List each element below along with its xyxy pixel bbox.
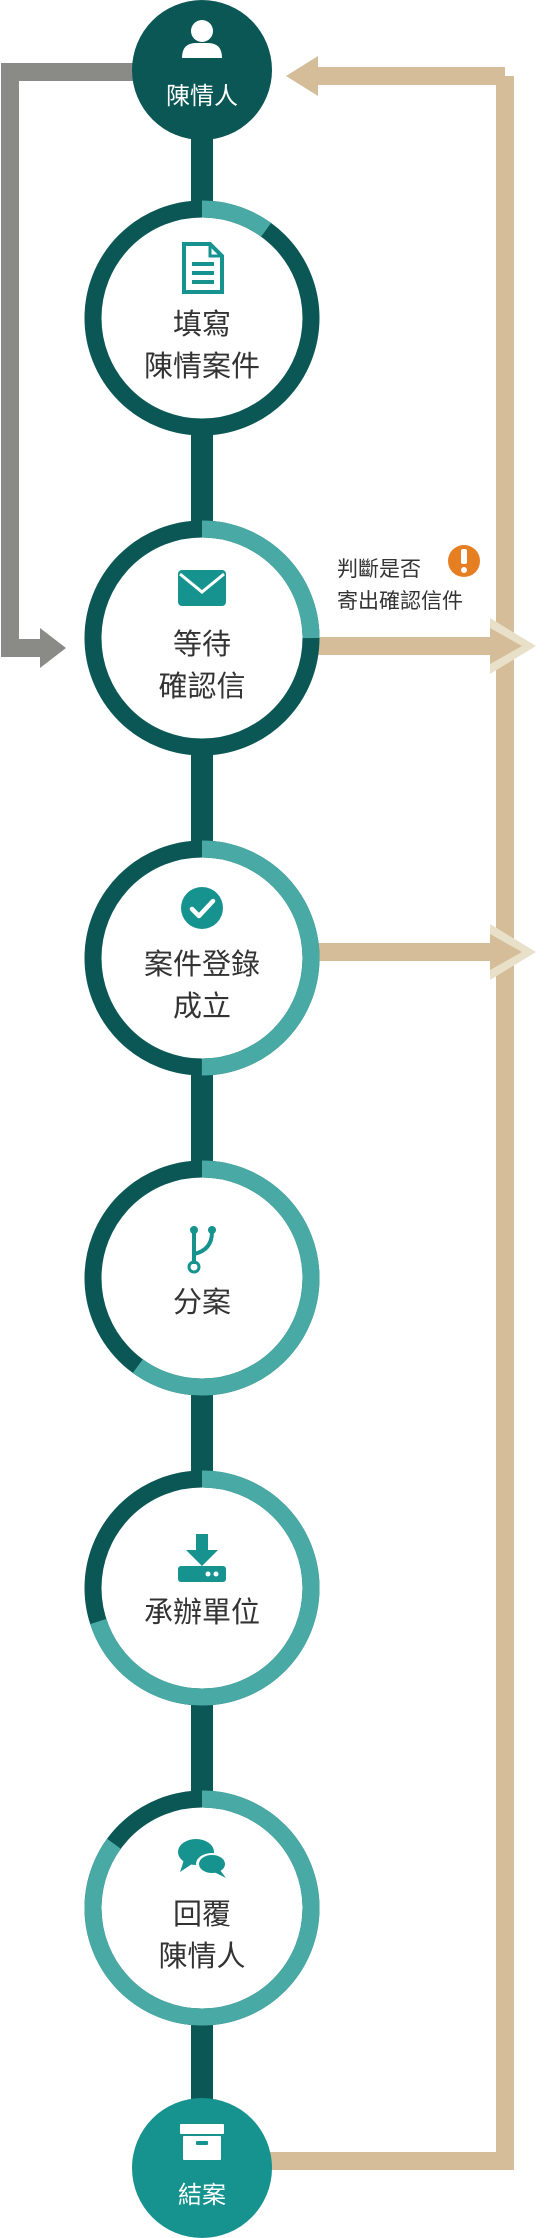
exclamation-icon (448, 545, 480, 577)
step-label-line-1: 分案 (173, 1285, 231, 1319)
note-line-2: 寄出確認信件 (337, 589, 463, 613)
step-label-line-1: 案件登錄 (144, 947, 260, 981)
step-ring (85, 841, 319, 1075)
download-icon (178, 1534, 226, 1582)
chat-icon (178, 1839, 228, 1878)
step-label-line-2: 成立 (173, 989, 231, 1023)
step-progress-arc (84, 840, 320, 1076)
start-node: 陳情人 (132, 0, 272, 140)
step-progress-arc (84, 520, 320, 756)
step-label-line-1: 填寫 (173, 307, 231, 341)
check-circle-icon (181, 887, 223, 929)
branch-icon (187, 1226, 216, 1274)
tan-arrow-head-step3-inner (490, 934, 522, 970)
step-node-5: 承辦單位 (84, 1470, 320, 1706)
note-line-1: 判斷是否 (337, 557, 421, 581)
step-progress-arc (84, 1790, 320, 2026)
step-progress-arc (84, 1470, 320, 1706)
tan-arrow-head-step2-inner (490, 628, 522, 664)
gray-arrow-head (40, 628, 66, 668)
step-ring (85, 1161, 319, 1395)
step-label-line-1: 承辦單位 (144, 1595, 260, 1629)
step-ring (85, 201, 319, 435)
end-label: 結案 (178, 2181, 226, 2209)
step-label-line-1: 回覆 (173, 1897, 231, 1931)
document-icon (182, 242, 224, 294)
step-ring (85, 1791, 319, 2025)
gray-loop-arrow (1, 63, 150, 657)
start-label: 陳情人 (166, 82, 238, 110)
step-ring (85, 521, 319, 755)
user-icon (182, 20, 222, 58)
step-node-4: 分案 (84, 1160, 320, 1396)
envelope-icon (178, 570, 226, 606)
archive-icon (180, 2124, 224, 2160)
step-progress-arc (84, 200, 320, 436)
tan-return-line (270, 76, 514, 2170)
tan-arrow-head-top (286, 56, 318, 96)
step-label-line-1: 等待 (173, 627, 231, 661)
step-label-line-2: 陳情案件 (144, 349, 260, 383)
end-node: 結案 (132, 2098, 272, 2238)
step-progress-arc (84, 1160, 320, 1396)
confirm-note: 判斷是否 寄出確認信件 (337, 545, 480, 613)
step-ring (85, 1471, 319, 1705)
step-label-line-2: 陳情人 (158, 1939, 245, 1973)
step-label-line-2: 確認信 (158, 669, 245, 703)
